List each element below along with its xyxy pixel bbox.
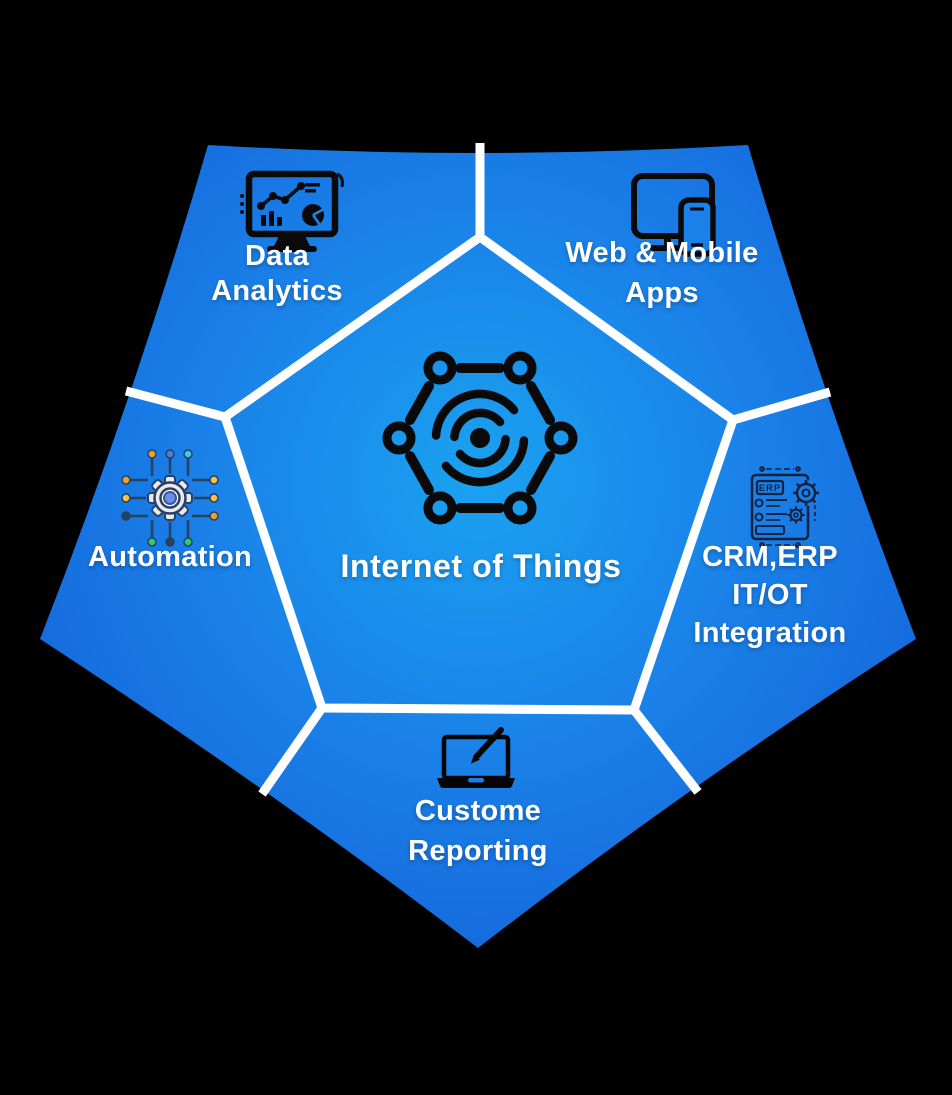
- segment-label-automation: Automation: [87, 541, 253, 573]
- iot-hexagon-network-icon: [382, 351, 578, 525]
- segment-label-web-mobile-apps: Web & Mobile Apps: [565, 237, 759, 309]
- center-title: Internet of Things: [340, 548, 622, 584]
- web-mobile-devices-icon: [631, 173, 716, 257]
- divider-upper-left: [124, 386, 227, 422]
- segment-label-crm-erp: CRM,ERP IT/OT Integration: [693, 541, 847, 649]
- automation-circuit-gear-icon: [121, 449, 219, 547]
- outer-pentagon: [40, 145, 916, 948]
- analytics-monitor-icon: [240, 170, 344, 252]
- divider-upper-right: [731, 387, 832, 425]
- divider-lower-left: [258, 705, 326, 797]
- erp-icon-label: ERP: [759, 483, 782, 494]
- divider-lower-right: [630, 707, 702, 795]
- laptop-report-icon: [437, 727, 515, 788]
- inner-pentagon: [219, 231, 739, 715]
- erp-system-icon: ERP: [750, 466, 819, 548]
- segment-label-custome-reporting: Custome Reporting: [408, 795, 548, 867]
- segment-label-data-analytics: Data Analytics: [211, 240, 343, 307]
